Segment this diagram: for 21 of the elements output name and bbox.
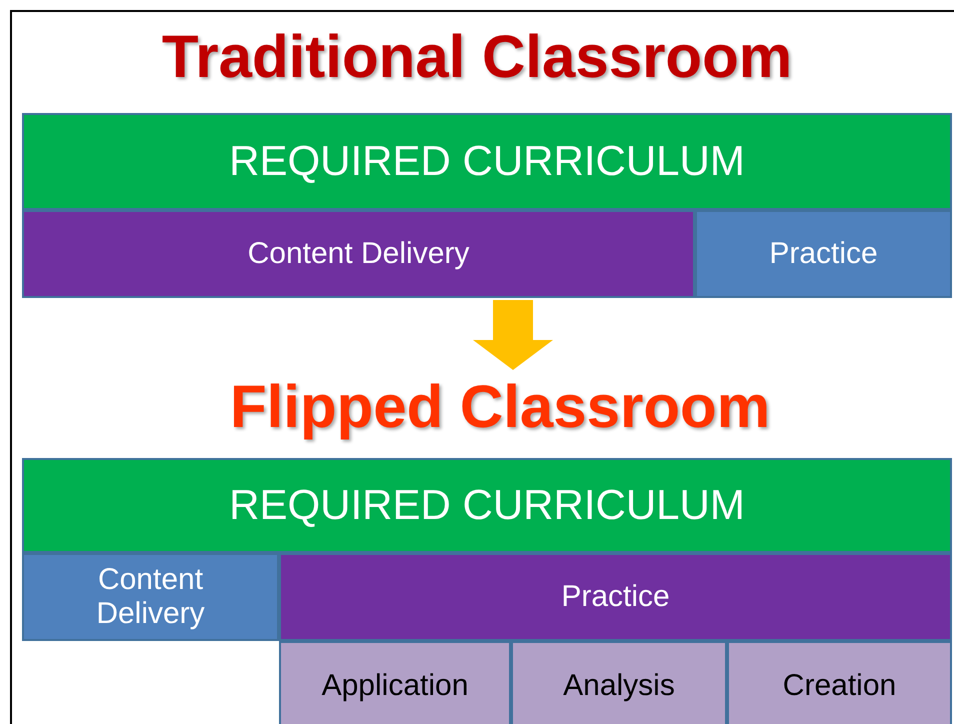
segment-box: [727, 641, 952, 724]
requirement-bar: [22, 458, 952, 553]
segment-box: [22, 553, 279, 641]
block-arrow: [473, 300, 553, 370]
segment-label: Creation: [782, 668, 898, 704]
page-title: Traditional Classroom: [160, 22, 794, 91]
segment-box: [279, 553, 952, 641]
section-heading: Flipped Classroom: [200, 370, 800, 442]
segment-label: REQUIRED CURRICULUM: [228, 137, 746, 186]
segment-label: REQUIRED CURRICULUM: [228, 481, 746, 530]
segment-label: Practice: [560, 580, 671, 614]
segment-label: Content Delivery: [95, 562, 206, 632]
segment-box: [511, 641, 727, 724]
segment-label: Application: [320, 668, 470, 704]
segment-label: Content Delivery: [246, 236, 470, 272]
segment-label: Analysis: [562, 668, 676, 704]
segment-box: [22, 210, 695, 298]
segment-label: Practice: [768, 236, 879, 272]
segment-box: [279, 641, 511, 724]
requirement-bar: [22, 113, 952, 210]
segment-box: [695, 210, 952, 298]
